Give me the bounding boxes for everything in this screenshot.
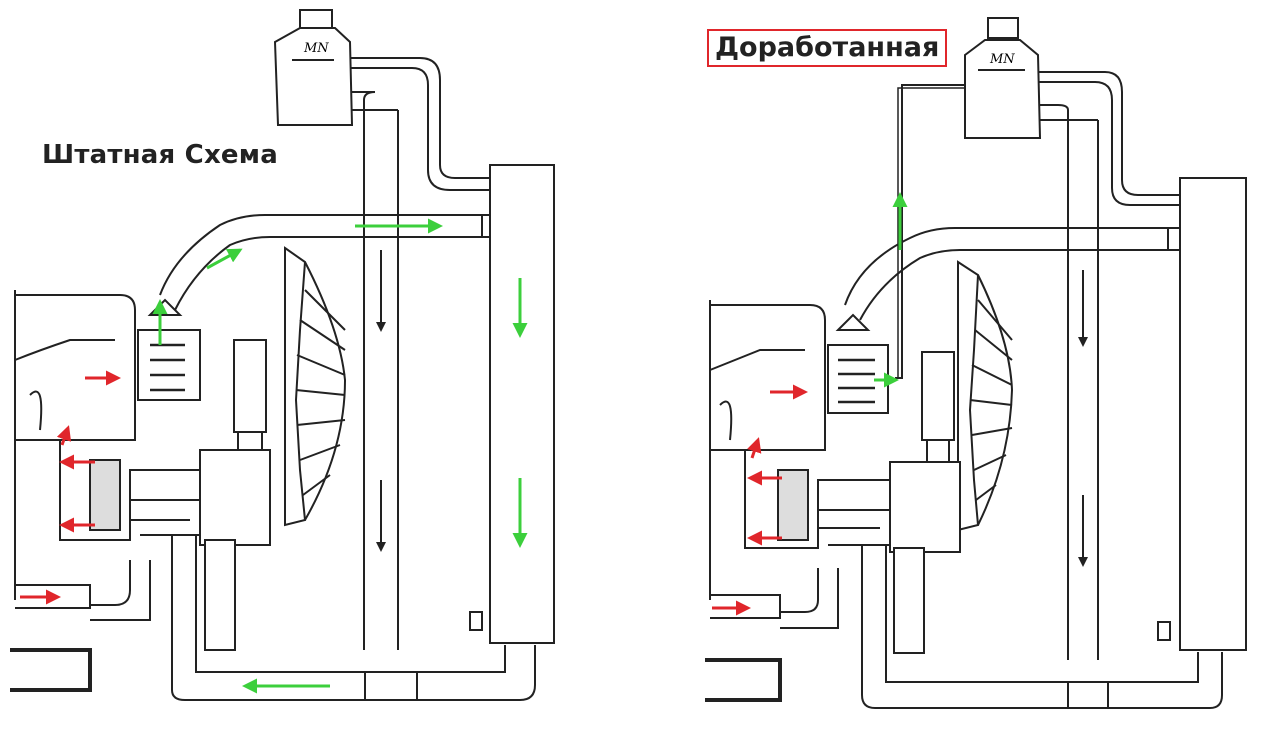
engine-block <box>710 304 826 451</box>
upper-radiator-hose <box>844 227 1168 306</box>
cooling-fan <box>284 246 307 527</box>
tank-label: MN <box>303 41 329 56</box>
modified-scheme-panel: MN <box>640 0 1280 739</box>
expansion-tank <box>964 39 1042 139</box>
coolant-flow-arrow <box>206 248 243 270</box>
stock-cooling-diagram: MN <box>10 9 555 701</box>
fan-pulley <box>921 351 955 441</box>
thermostat-housing <box>137 329 201 401</box>
cooling-fan <box>957 260 980 532</box>
stock-scheme-title: Штатная Схема <box>42 140 278 170</box>
tank-cap <box>987 17 1019 39</box>
modified-cooling-diagram: MN <box>705 17 1247 709</box>
radiator <box>1179 177 1247 651</box>
lower-radiator-hose <box>171 535 536 701</box>
engine-block <box>15 294 136 441</box>
tank-label: MN <box>989 52 1015 67</box>
upper-radiator-hose <box>159 214 482 296</box>
hot-flow-arrow <box>747 437 762 459</box>
fan-pulley <box>233 339 267 433</box>
tank-return-pipe <box>1067 110 1099 660</box>
tank-cap <box>299 9 333 29</box>
radiator <box>489 164 555 644</box>
tank-overflow-hose <box>350 57 490 179</box>
hot-flow-arrow <box>56 425 72 446</box>
modified-scheme-title: Доработанная <box>707 29 948 67</box>
stock-scheme-panel: MN Штатная Схема <box>10 9 555 701</box>
tank-return-pipe <box>363 100 399 650</box>
lower-radiator-hose <box>861 545 1223 709</box>
